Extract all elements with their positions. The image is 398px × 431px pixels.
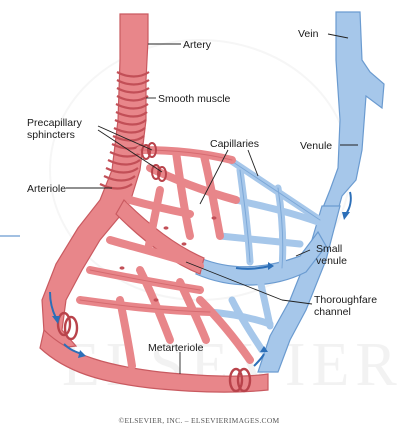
label-arteriole: Arteriole xyxy=(27,183,66,195)
artery xyxy=(42,14,148,348)
label-venule: Venule xyxy=(300,140,332,152)
label-metarteriole: Metarteriole xyxy=(148,342,204,354)
label-artery: Artery xyxy=(183,39,212,51)
label-capillaries: Capillaries xyxy=(210,138,259,150)
label-small-venule-line1: Small xyxy=(316,243,342,255)
label-thoroughfare-line2: channel xyxy=(314,306,351,318)
label-vein: Vein xyxy=(298,28,319,40)
label-thoroughfare-line1: Thoroughfare xyxy=(314,294,377,306)
label-smooth-muscle: Smooth muscle xyxy=(158,93,231,105)
label-precapillary-line1: Precapillary xyxy=(27,117,83,129)
credit-line: ©ELSEVIER, INC. – ELSEVIERIMAGES.COM xyxy=(118,416,279,425)
label-precapillary-line2: sphincters xyxy=(27,129,75,141)
vein xyxy=(322,12,384,210)
label-small-venule-line2: venule xyxy=(316,255,347,267)
